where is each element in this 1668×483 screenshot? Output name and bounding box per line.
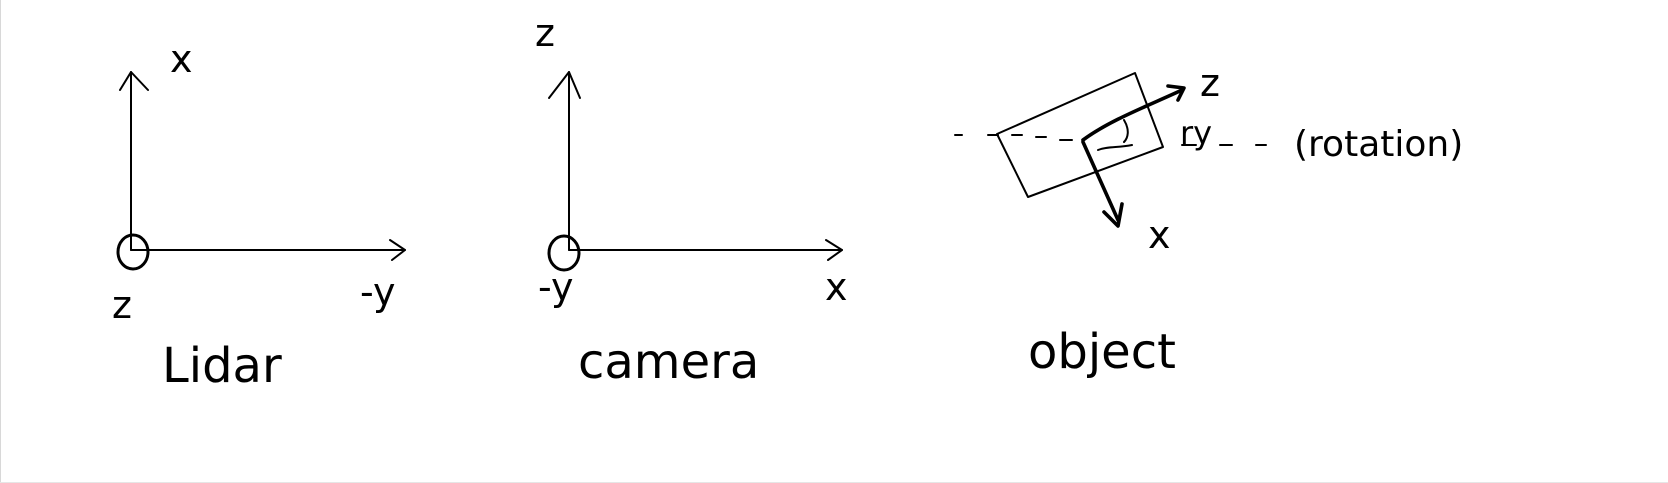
object-forward-arrowhead	[1166, 84, 1186, 102]
lidar-frame: x -y z Lidar	[112, 37, 406, 394]
camera-out-of-plane-symbol	[547, 234, 581, 272]
camera-right-arrowhead	[825, 239, 843, 261]
object-frame: z x ry (rotation) object	[954, 61, 1463, 380]
object-forward-axis-label: z	[1200, 61, 1220, 105]
object-forward-axis-line	[1081, 88, 1184, 142]
camera-up-arrowhead	[548, 71, 581, 99]
camera-right-axis-label: x	[825, 265, 848, 309]
camera-out-axis-label: -y	[538, 265, 574, 309]
object-side-axis-label: x	[1148, 213, 1171, 257]
object-reference-dashed-line	[954, 134, 1267, 146]
lidar-right-arrowhead	[389, 239, 406, 261]
object-side-axis-line	[1081, 140, 1120, 222]
lidar-out-axis-label: z	[112, 283, 132, 327]
lidar-up-arrowhead	[119, 71, 149, 91]
object-side-arrowhead	[1102, 202, 1124, 228]
canvas-left-border	[0, 0, 1, 483]
lidar-out-of-plane-symbol	[116, 233, 150, 271]
object-rotation-note: (rotation)	[1294, 124, 1463, 165]
object-title: object	[1028, 324, 1176, 380]
camera-frame: z x -y camera	[535, 11, 848, 390]
object-bounding-box	[996, 72, 1164, 198]
camera-up-axis-label: z	[535, 11, 555, 55]
object-rotation-angle-arc	[1097, 119, 1133, 151]
lidar-right-axis-label: -y	[360, 270, 396, 314]
camera-title: camera	[578, 334, 759, 390]
lidar-up-axis-label: x	[170, 37, 193, 81]
object-rotation-angle-label: ry	[1180, 114, 1212, 152]
lidar-title: Lidar	[162, 338, 282, 394]
